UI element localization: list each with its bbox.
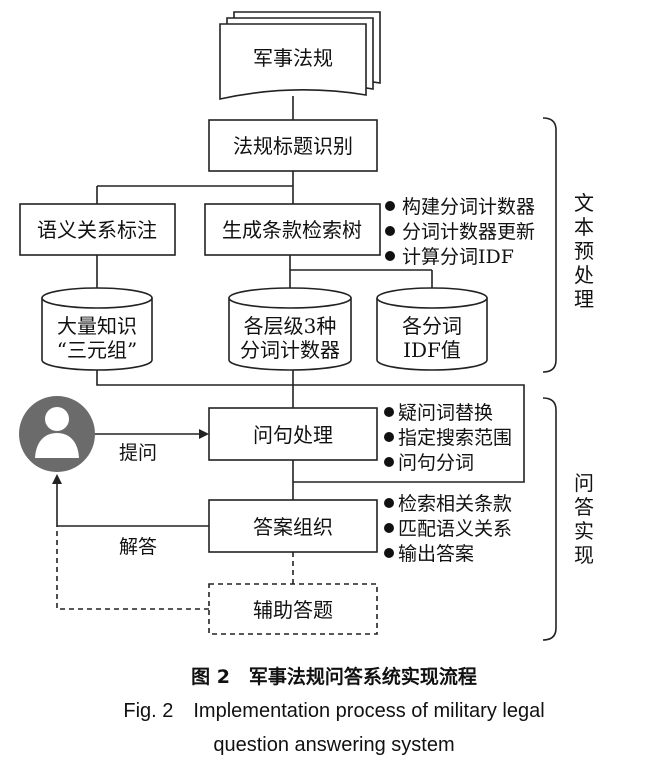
figure-caption: 图 2 军事法规问答系统实现流程 Fig. 2 Implementation p… — [0, 660, 668, 762]
bullet-dot — [385, 251, 395, 261]
user-avatar-icon — [19, 396, 95, 472]
bracket-char: 答 — [574, 495, 594, 519]
knowledge-triples-line2: “三元组” — [57, 338, 137, 362]
title-recognition-box: 法规标题识别 — [208, 119, 378, 172]
bracket-char: 本 — [574, 215, 594, 239]
level-counters-line2: 分词计数器 — [240, 338, 340, 362]
bullet-text: 检索相关条款 — [398, 493, 512, 515]
preprocessing-bracket: 文 本 预 处 理 — [542, 117, 594, 373]
caption-english-line2: question answering system — [213, 734, 455, 756]
bullet-dot — [384, 457, 394, 467]
knowledge-triples-line1: 大量知识 — [57, 314, 137, 338]
edge-answer — [56, 482, 209, 527]
bullet-dot — [385, 201, 395, 211]
idf-values-db: 各分词 IDF值 — [376, 287, 488, 371]
bullet-text: 疑问词替换 — [398, 402, 493, 424]
question-bullets: 疑问词替换 指定搜索范围 问句分词 — [384, 402, 512, 474]
source-doc-stack: 军事法规 — [219, 11, 381, 100]
bullet-dot — [384, 407, 394, 417]
search-tree-label: 生成条款检索树 — [222, 218, 362, 242]
bullet-dot — [385, 226, 395, 236]
assisted-answering-box: 辅助答题 — [208, 583, 378, 635]
bracket-char: 实 — [574, 519, 594, 543]
arrowhead-answer — [52, 474, 62, 484]
ask-label: 提问 — [119, 442, 157, 464]
edge-assisted-to-user — [56, 526, 209, 610]
idf-values-line1: 各分词 — [402, 314, 462, 338]
bracket-char: 处 — [574, 263, 594, 287]
knowledge-triples-db: 大量知识 “三元组” — [41, 287, 153, 371]
caption-english-line1: Fig. 2 Implementation process of militar… — [123, 700, 545, 722]
search-tree-box: 生成条款检索树 — [204, 203, 381, 256]
semantic-annotation-label: 语义关系标注 — [37, 218, 157, 242]
bullet-text: 问句分词 — [398, 452, 474, 474]
qa-bracket: 问 答 实 现 — [542, 397, 594, 641]
question-processing-box: 问句处理 — [208, 407, 378, 461]
bullet-text: 计算分词IDF — [402, 246, 514, 268]
semantic-annotation-box: 语义关系标注 — [19, 203, 176, 256]
answer-organization-label: 答案组织 — [253, 515, 333, 539]
question-processing-label: 问句处理 — [253, 423, 333, 447]
bullet-text: 输出答案 — [398, 543, 474, 565]
arrowhead-ask — [199, 429, 209, 439]
bracket-char: 预 — [574, 239, 594, 263]
diagram-canvas: 军事法规 法规标题识别 语义关系标注 生成条款检索树 构建分词计数器 分词计数器… — [19, 11, 594, 641]
bracket-char: 文 — [574, 191, 594, 215]
assisted-answering-label: 辅助答题 — [253, 598, 333, 622]
edge-knowledge-feedback — [96, 370, 525, 483]
bullet-dot — [384, 498, 394, 508]
bullet-text: 分词计数器更新 — [402, 221, 535, 243]
answer-bullets: 检索相关条款 匹配语义关系 输出答案 — [384, 493, 512, 565]
title-recognition-label: 法规标题识别 — [233, 134, 353, 158]
level-counters-line1: 各层级3种 — [244, 314, 337, 338]
bullet-text: 构建分词计数器 — [402, 196, 535, 218]
answer-label: 解答 — [119, 536, 157, 558]
caption-chinese: 图 2 军事法规问答系统实现流程 — [191, 666, 477, 688]
idf-values-line2: IDF值 — [403, 338, 461, 362]
answer-organization-box: 答案组织 — [208, 499, 378, 553]
bullet-dot — [384, 523, 394, 533]
bracket-char: 问 — [574, 471, 594, 495]
search-tree-bullets: 构建分词计数器 分词计数器更新 计算分词IDF — [385, 196, 535, 268]
bracket-char: 现 — [574, 543, 594, 567]
bullet-text: 匹配语义关系 — [398, 518, 512, 540]
bullet-text: 指定搜索范围 — [398, 427, 512, 449]
source-doc-label: 军事法规 — [253, 46, 333, 70]
bullet-dot — [384, 432, 394, 442]
bracket-char: 理 — [574, 287, 594, 311]
bullet-dot — [384, 548, 394, 558]
level-counters-db: 各层级3种 分词计数器 — [228, 287, 352, 371]
